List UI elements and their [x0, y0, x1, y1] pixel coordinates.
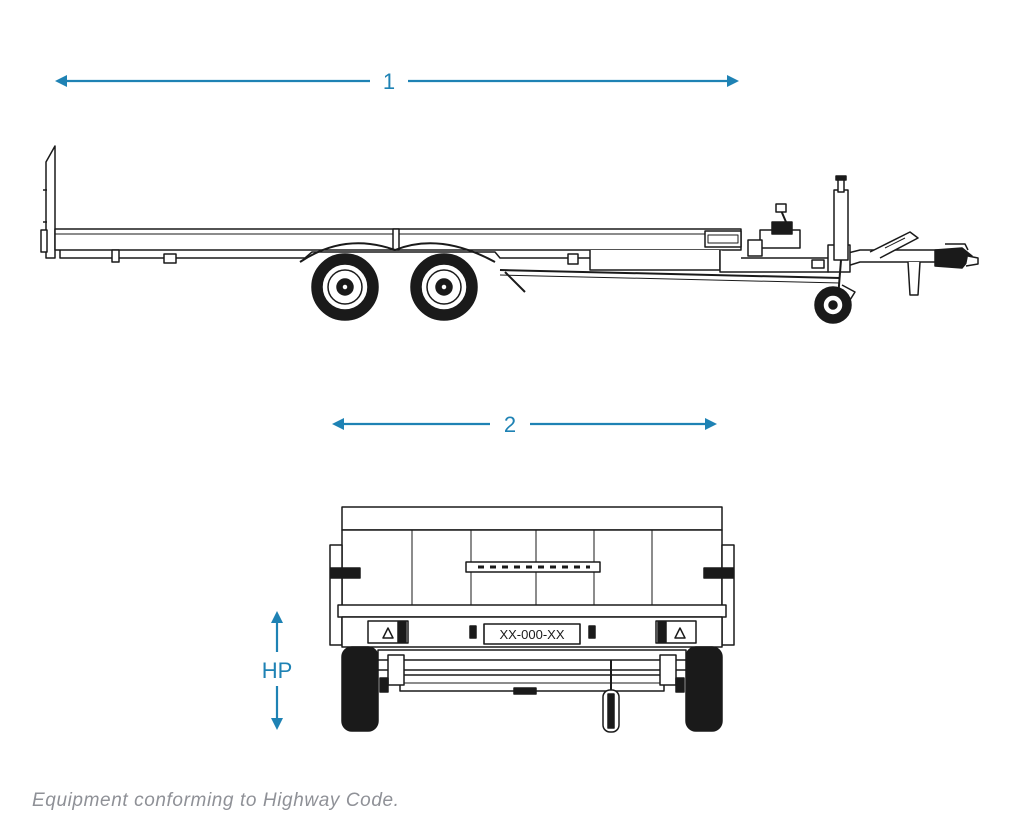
coupling-head: [934, 243, 979, 269]
side-wheel-front: [311, 253, 379, 321]
rear-board: [45, 145, 56, 259]
license-plate: XX-000-XX: [469, 623, 596, 645]
length-arrow-left: [55, 75, 67, 87]
length-dimension: 1: [55, 69, 739, 94]
jockey-wheel: [814, 175, 856, 324]
length-label: 1: [383, 69, 395, 94]
trailer-rear-view: XX-000-XX: [329, 506, 735, 733]
rear-board-panel: [341, 529, 723, 611]
width-arrow-right: [705, 418, 717, 430]
height-arrow-top: [271, 611, 283, 623]
width-dimension: 2: [332, 412, 717, 437]
caption: Equipment conforming to Highway Code.: [32, 790, 400, 811]
height-label: HP: [262, 658, 293, 683]
height-dimension: HP: [262, 611, 293, 730]
rear-board-top: [341, 506, 723, 531]
trailer-side-view: [40, 145, 979, 324]
winch-assembly: [747, 203, 801, 257]
rear-wheel-right: [685, 646, 723, 732]
tail-light-left: [367, 620, 409, 644]
height-arrow-bottom: [271, 718, 283, 730]
rear-wheel-left: [341, 646, 379, 732]
length-arrow-right: [727, 75, 739, 87]
width-label: 2: [504, 412, 516, 437]
side-wheel-rear: [410, 253, 478, 321]
license-plate-text: XX-000-XX: [499, 627, 564, 642]
width-arrow-left: [332, 418, 344, 430]
tail-light-right: [655, 620, 697, 644]
